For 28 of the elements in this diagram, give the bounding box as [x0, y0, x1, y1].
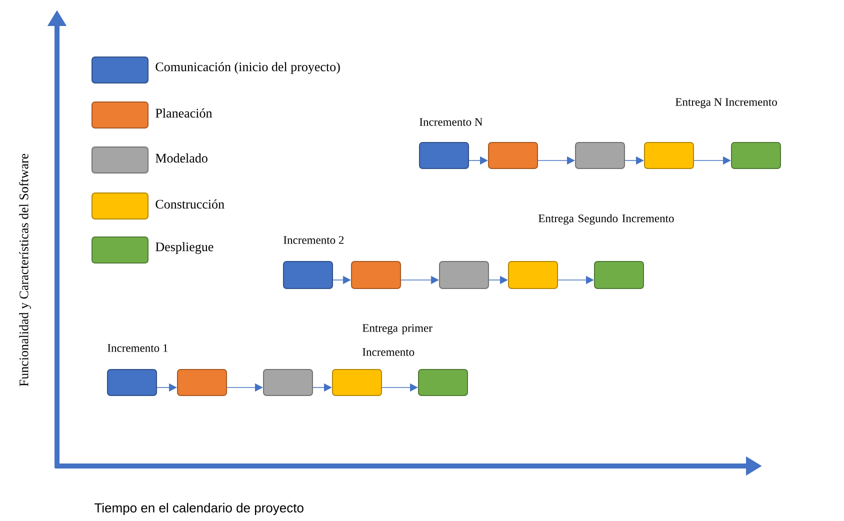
process-box: [731, 142, 781, 169]
process-box: [508, 261, 558, 289]
process-box: [418, 369, 468, 396]
legend-label: Despliegue: [156, 242, 214, 254]
legend-label: Modelado: [156, 153, 208, 163]
process-box: [283, 261, 333, 289]
process-box: [107, 369, 157, 396]
process-box: [332, 369, 382, 396]
increment-label: Incremento 1: [108, 344, 168, 352]
process-box: [488, 142, 538, 169]
increment-label: Entrega primer Incremento: [362, 324, 432, 356]
increment-label: Incremento N: [420, 118, 482, 126]
process-box: [419, 142, 469, 169]
increment-label: Incremento 2: [284, 236, 344, 244]
increment-label: Entrega Segundo Incremento: [538, 214, 674, 225]
legend-label: Planeación: [156, 108, 212, 118]
process-box: [439, 261, 489, 289]
process-box: [594, 261, 644, 289]
legend-label: Comunicación (inicio del proyecto): [156, 62, 340, 74]
process-box: [644, 142, 694, 169]
process-box: [351, 261, 401, 289]
legend-label: Construcción: [156, 199, 224, 209]
axis-title: Tiempo en el calendario de proyecto: [94, 502, 304, 516]
process-box: [575, 142, 625, 169]
axis-title: Funcionalidad y Características del Software: [19, 154, 31, 386]
increment-label: Entrega N Incremento: [676, 98, 777, 108]
process-box: [177, 369, 227, 396]
process-box: [263, 369, 313, 396]
